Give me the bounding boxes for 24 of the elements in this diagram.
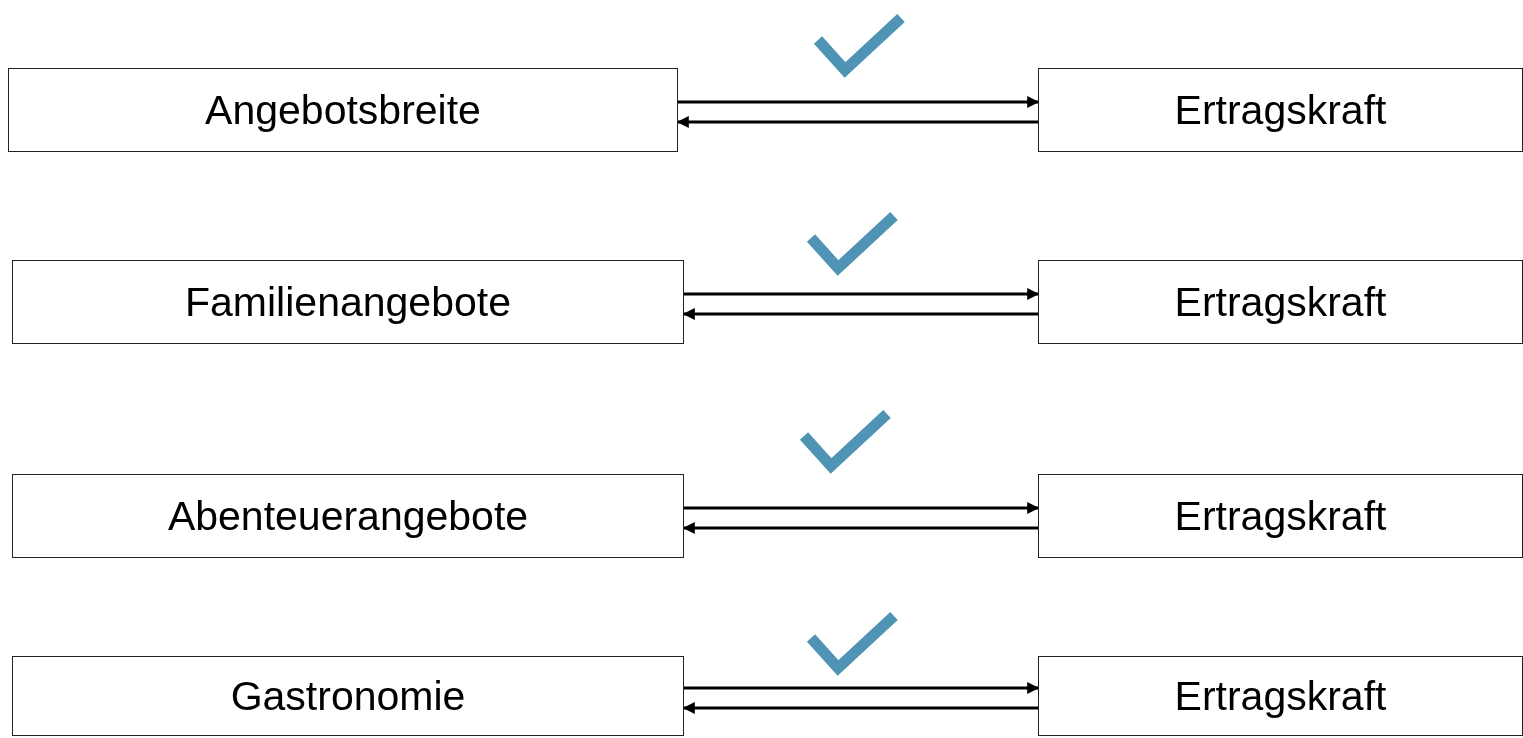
box-label: Angebotsbreite bbox=[205, 86, 481, 134]
text-box bbox=[1038, 68, 1523, 152]
box-label: Abenteuerangebote bbox=[167, 492, 529, 540]
box-label: Ertragskraft bbox=[1174, 672, 1387, 720]
arrow bbox=[682, 308, 1038, 320]
text-box bbox=[1038, 656, 1523, 736]
box-label: Ertragskraft bbox=[1174, 492, 1387, 540]
box-label: Ertragskraft bbox=[1174, 278, 1387, 326]
arrow bbox=[684, 502, 1040, 514]
box-label: Gastronomie bbox=[230, 672, 466, 720]
arrow bbox=[682, 522, 1038, 534]
text-box bbox=[12, 474, 684, 558]
text-box bbox=[1038, 260, 1523, 344]
arrow bbox=[676, 116, 1038, 128]
box-label: Familienangebote bbox=[185, 278, 511, 326]
text-box bbox=[1038, 474, 1523, 558]
text-box bbox=[12, 656, 684, 736]
text-box bbox=[8, 68, 678, 152]
arrow bbox=[682, 702, 1038, 714]
arrow bbox=[684, 682, 1040, 694]
arrow bbox=[684, 288, 1040, 300]
box-label: Ertragskraft bbox=[1174, 86, 1387, 134]
arrow bbox=[678, 96, 1040, 108]
text-box bbox=[12, 260, 684, 344]
